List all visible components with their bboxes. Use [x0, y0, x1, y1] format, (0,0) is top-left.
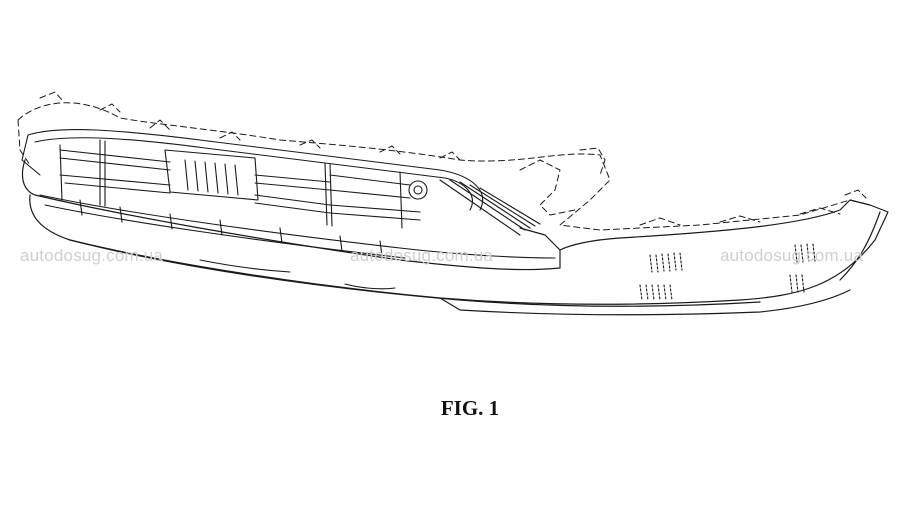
center-panel — [164, 149, 259, 201]
emblem-circle — [408, 180, 428, 200]
figure-label: FIG. 1 — [440, 396, 500, 420]
reflector-hatching — [639, 243, 816, 301]
upper-grille-frame — [21, 129, 483, 211]
bumper-body — [21, 159, 889, 316]
accent-details — [199, 259, 396, 290]
watermark-center: autodosug.com.ua — [350, 246, 494, 265]
watermark-left: autodosug.com.ua — [20, 246, 164, 265]
watermark-right: autodosug.com.ua — [720, 246, 864, 265]
grille-dividers — [59, 139, 403, 229]
side-grille-slats — [439, 179, 541, 236]
lower-grille-strip — [39, 194, 556, 259]
grille-bars — [59, 149, 421, 221]
dashed-environment-outline — [17, 91, 871, 231]
